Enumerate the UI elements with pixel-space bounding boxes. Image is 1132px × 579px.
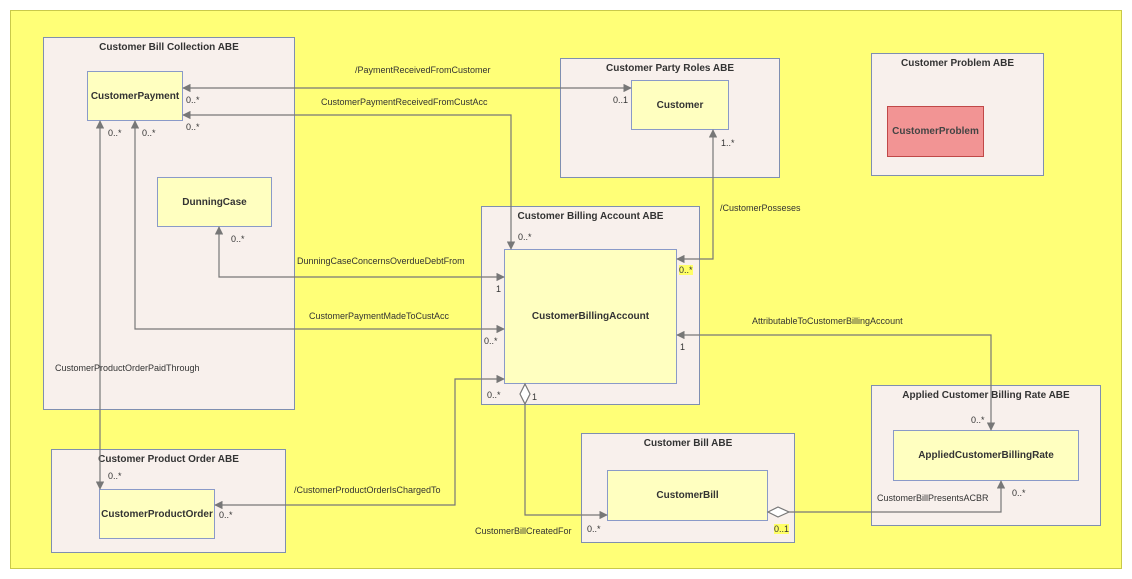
class-customer-product-order[interactable]: CustomerProductOrder bbox=[99, 489, 215, 539]
class-name: Customer bbox=[656, 99, 704, 111]
package-title: Customer Product Order ABE bbox=[98, 454, 239, 465]
edge-payment-made-to-cust-acc bbox=[130, 120, 505, 334]
package-title: Customer Bill ABE bbox=[643, 438, 733, 449]
association-label: CustomerProductOrderPaidThrough bbox=[55, 363, 200, 373]
package-title: Customer Billing Account ABE bbox=[517, 211, 664, 222]
multiplicity: 1 bbox=[532, 392, 538, 402]
multiplicity: 0..* bbox=[108, 128, 122, 138]
aggregation-diamond bbox=[766, 506, 791, 518]
multiplicity: 0..* bbox=[186, 122, 200, 132]
edge-attributable-to-billing-account bbox=[676, 330, 996, 431]
association-label: /PaymentReceivedFromCustomer bbox=[355, 65, 491, 75]
association-lines bbox=[95, 83, 1006, 520]
association-label: CustomerBillPresentsACBR bbox=[877, 493, 989, 503]
class-name: CustomerBillingAccount bbox=[531, 311, 650, 322]
multiplicity: 1 bbox=[680, 342, 686, 352]
class-name: CustomerProblem bbox=[892, 126, 979, 137]
multiplicity: 0..1 bbox=[613, 95, 629, 105]
edge-bill-created-for bbox=[524, 404, 608, 520]
association-label: DunningCaseConcernsOverdueDebtFrom bbox=[297, 256, 465, 266]
edge-product-order-is-charged-to bbox=[214, 374, 505, 510]
multiplicity: 0..* bbox=[484, 336, 498, 346]
multiplicity: 0..* bbox=[971, 415, 985, 425]
multiplicity: 0..* bbox=[679, 265, 693, 275]
multiplicity: 0..* bbox=[518, 232, 532, 242]
multiplicity: 0..1 bbox=[774, 524, 790, 534]
class-customer-bill[interactable]: CustomerBill bbox=[607, 470, 768, 521]
class-name: CustomerPayment bbox=[90, 90, 180, 102]
package-title: Customer Bill Collection ABE bbox=[99, 42, 239, 53]
aggregation-diamond bbox=[519, 382, 531, 406]
class-applied-customer-billing-rate[interactable]: AppliedCustomerBillingRate bbox=[893, 430, 1079, 481]
association-label: CustomerPaymentMadeToCustAcc bbox=[309, 311, 450, 321]
multiplicity: 0..* bbox=[142, 128, 156, 138]
edge-dunning-case-concerns bbox=[214, 226, 505, 282]
multiplicity: 1..* bbox=[721, 138, 735, 148]
edge-payment-received-from-cust-acc bbox=[182, 110, 516, 250]
class-name: CustomerBill bbox=[656, 490, 719, 501]
multiplicity: 1 bbox=[496, 284, 502, 294]
class-customer-billing-account[interactable]: CustomerBillingAccount bbox=[504, 249, 677, 384]
multiplicity: 0..* bbox=[587, 524, 601, 534]
association-label: CustomerPaymentReceivedFromCustAcc bbox=[321, 97, 488, 107]
package-title: Customer Problem ABE bbox=[901, 58, 1014, 69]
multiplicity: 0..* bbox=[108, 471, 122, 481]
edge-customer-posseses bbox=[676, 129, 718, 264]
association-label: AttributableToCustomerBillingAccount bbox=[752, 316, 903, 326]
association-label: /CustomerProductOrderIsChargedTo bbox=[294, 485, 441, 495]
diagram-canvas: Customer Bill Collection ABE Customer Pa… bbox=[10, 10, 1122, 569]
class-name: AppliedCustomerBillingRate bbox=[918, 450, 1054, 461]
edge-bill-presents-acbr bbox=[789, 480, 1006, 513]
multiplicity: 0..* bbox=[1012, 488, 1026, 498]
multiplicity: 0..* bbox=[487, 390, 501, 400]
class-customer-problem[interactable]: CustomerProblem bbox=[887, 106, 984, 157]
multiplicity: 0..* bbox=[186, 95, 200, 105]
multiplicity: 0..* bbox=[219, 510, 233, 520]
package-title: Customer Party Roles ABE bbox=[606, 63, 734, 74]
association-label: CustomerBillCreatedFor bbox=[475, 526, 572, 536]
class-name: CustomerProductOrder bbox=[101, 508, 213, 520]
association-label: /CustomerPosseses bbox=[720, 203, 801, 213]
multiplicity: 0..* bbox=[231, 234, 245, 244]
